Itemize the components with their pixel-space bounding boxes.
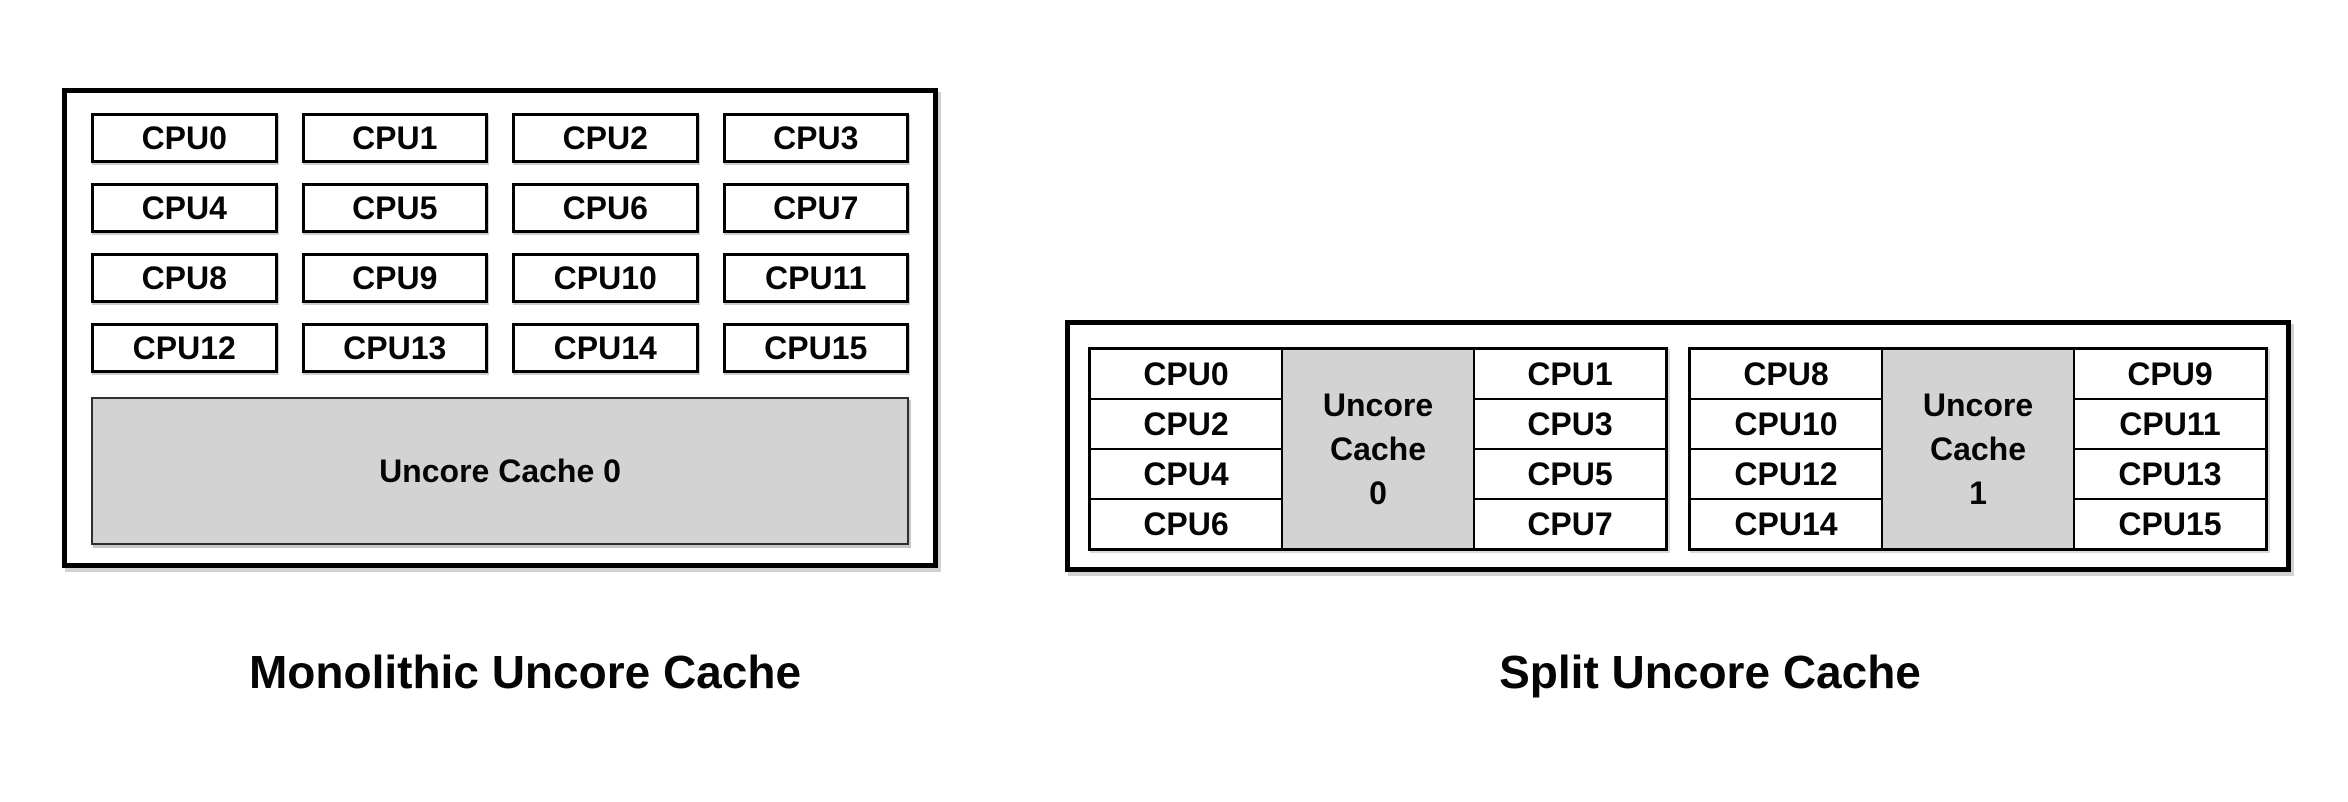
cpu-cell-9: CPU9 xyxy=(2074,349,2266,399)
cache-line: 0 xyxy=(1369,475,1387,511)
monolithic-package-box: CPU0 CPU1 CPU2 CPU3 CPU4 CPU5 CPU6 CPU7 … xyxy=(62,88,938,568)
cpu-cell-13: CPU13 xyxy=(2074,449,2266,499)
cpu-cell-14: CPU14 xyxy=(1690,499,1882,549)
cpu-box-11: CPU11 xyxy=(722,253,909,303)
monolithic-caption: Monolithic Uncore Cache xyxy=(248,646,802,698)
cpu-cell-11: CPU11 xyxy=(2074,399,2266,449)
cpu-cell-15: CPU15 xyxy=(2074,499,2266,549)
uncore-cache-0-box: Uncore Cache 0 xyxy=(91,397,909,545)
cpu-cell-10: CPU10 xyxy=(1690,399,1882,449)
split-group-1: CPU8 CPU10 CPU12 CPU14 Uncore Cache 1 CP… xyxy=(1688,347,2268,551)
cpu-box-1: CPU1 xyxy=(301,113,488,163)
cpu-box-14: CPU14 xyxy=(512,323,699,373)
cpu-box-7: CPU7 xyxy=(722,183,909,233)
monolithic-cpu-grid: CPU0 CPU1 CPU2 CPU3 CPU4 CPU5 CPU6 CPU7 … xyxy=(91,113,909,373)
cache-line: Cache xyxy=(1929,431,2027,467)
cpu-box-9: CPU9 xyxy=(301,253,488,303)
cpu-box-4: CPU4 xyxy=(91,183,278,233)
cpu-box-6: CPU6 xyxy=(512,183,699,233)
cache-line: Cache xyxy=(1329,431,1427,467)
uncore-cache-1-cell: Uncore Cache 1 xyxy=(1882,349,2074,549)
cpu-cell-2: CPU2 xyxy=(1090,399,1282,449)
cpu-cell-0: CPU0 xyxy=(1090,349,1282,399)
cpu-cell-4: CPU4 xyxy=(1090,449,1282,499)
cpu-box-12: CPU12 xyxy=(91,323,278,373)
cpu-cell-3: CPU3 xyxy=(1474,399,1666,449)
cpu-box-15: CPU15 xyxy=(722,323,909,373)
split-group-0: CPU0 CPU2 CPU4 CPU6 Uncore Cache 0 CPU1 … xyxy=(1088,347,1668,551)
cpu-cell-8: CPU8 xyxy=(1690,349,1882,399)
split-package-box: CPU0 CPU2 CPU4 CPU6 Uncore Cache 0 CPU1 … xyxy=(1065,320,2291,572)
cache-line: 1 xyxy=(1969,475,1987,511)
cpu-box-2: CPU2 xyxy=(512,113,699,163)
split-caption: Split Uncore Cache xyxy=(1499,646,1921,698)
cache-line: Uncore xyxy=(1922,387,2034,423)
cpu-box-0: CPU0 xyxy=(91,113,278,163)
cpu-cell-6: CPU6 xyxy=(1090,499,1282,549)
cpu-cell-1: CPU1 xyxy=(1474,349,1666,399)
cpu-box-10: CPU10 xyxy=(512,253,699,303)
cpu-box-5: CPU5 xyxy=(301,183,488,233)
cpu-box-8: CPU8 xyxy=(91,253,278,303)
cache-line: Uncore xyxy=(1322,387,1434,423)
cpu-cell-12: CPU12 xyxy=(1690,449,1882,499)
cpu-box-13: CPU13 xyxy=(301,323,488,373)
cpu-box-3: CPU3 xyxy=(722,113,909,163)
uncore-cache-0-cell: Uncore Cache 0 xyxy=(1282,349,1474,549)
cpu-cell-7: CPU7 xyxy=(1474,499,1666,549)
cpu-cell-5: CPU5 xyxy=(1474,449,1666,499)
